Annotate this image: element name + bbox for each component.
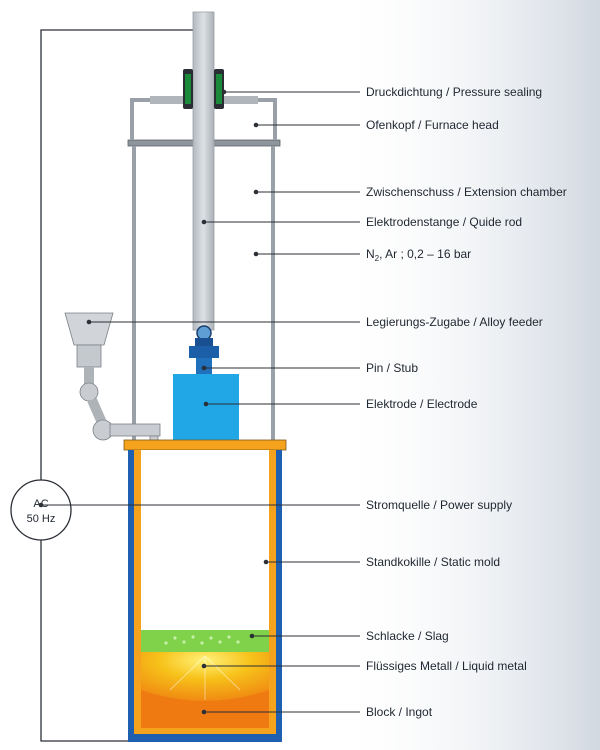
- gas-pressure-range: , Ar ; 0,2 – 16 bar: [379, 247, 471, 261]
- leader-dots: [38, 89, 269, 715]
- leader-lines: [41, 91, 360, 713]
- gas-symbol: N: [366, 247, 375, 261]
- stub: [189, 325, 219, 374]
- label-stub: Pin / Stub: [366, 361, 418, 375]
- label-static-mold: Standkokille / Static mold: [366, 555, 500, 569]
- liquid-metal-streaks: [169, 655, 241, 700]
- power-supply-frequency-text: 50 Hz: [27, 513, 56, 525]
- liquid-metal: [141, 650, 269, 701]
- label-power-supply: Stromquelle / Power supply: [366, 498, 512, 512]
- label-extension-chamber: Zwischenschuss / Extension chamber: [366, 185, 567, 199]
- label-guide-rod: Elektrodenstange / Quide rod: [366, 215, 522, 229]
- slag-texture: [164, 635, 240, 645]
- power-supply: AC 50 Hz: [10, 479, 72, 541]
- guide-rod: [192, 11, 215, 331]
- label-furnace-head: Ofenkopf / Furnace head: [366, 118, 499, 132]
- slag: [141, 630, 269, 652]
- power-circuit: [40, 29, 193, 742]
- gas-subscript: 2: [375, 254, 380, 263]
- label-liquid-metal: Flüssiges Metall / Liquid metal: [366, 659, 527, 673]
- label-ingot: Block / Ingot: [366, 705, 433, 719]
- labels: Druckdichtung / Pressure sealing Ofenkop…: [366, 85, 567, 719]
- label-alloy-feeder: Legierungs-Zugabe / Alloy feeder: [366, 315, 543, 329]
- label-gas-pressure: N2, Ar ; 0,2 – 16 bar: [366, 247, 471, 263]
- label-electrode: Elektrode / Electrode: [366, 397, 478, 411]
- label-pressure-sealing: Druckdichtung / Pressure sealing: [366, 85, 542, 99]
- pressure-sealing: [183, 69, 224, 109]
- label-slag: Schlacke / Slag: [366, 629, 449, 643]
